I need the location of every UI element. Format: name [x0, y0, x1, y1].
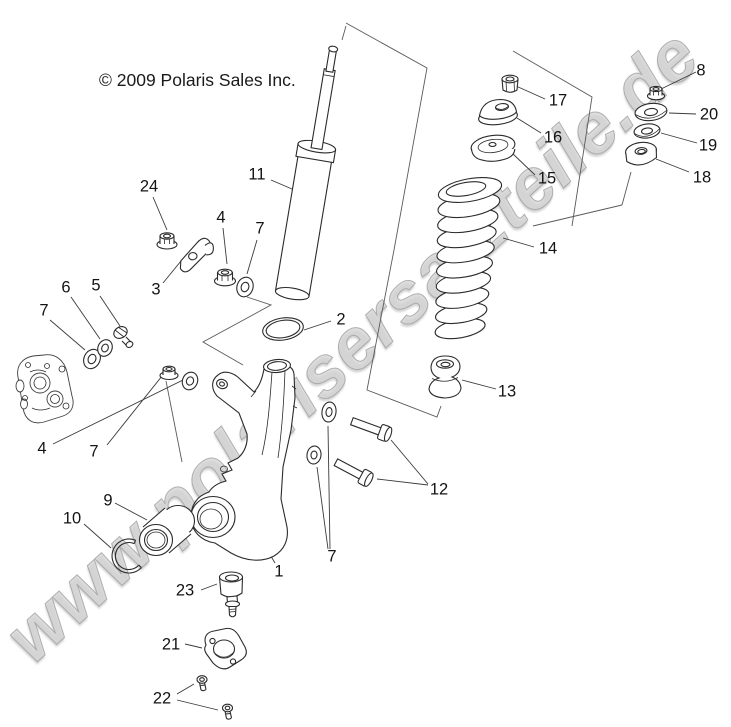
stop-bracket-icon: [204, 627, 247, 670]
callout-16: 16: [543, 128, 563, 147]
callout-21: 21: [161, 635, 181, 654]
callout-24: 24: [139, 177, 159, 196]
callout-4: 4: [37, 439, 47, 458]
callout-8: 8: [696, 61, 706, 80]
callout-2: 2: [336, 310, 346, 329]
callout-18: 18: [692, 168, 712, 187]
callout-19: 19: [698, 136, 718, 155]
callout-22: 22: [152, 689, 172, 708]
coil-spring-drawing: [434, 177, 503, 340]
callout-5: 5: [91, 276, 101, 295]
ball-joint-icon: [218, 571, 244, 618]
washer-icon: [634, 102, 668, 122]
callout-6: 6: [61, 278, 71, 297]
construction-boxes: [165, 22, 632, 463]
callout-7: 7: [327, 547, 337, 566]
bushing-icon: [625, 141, 658, 166]
callout-20: 20: [699, 105, 719, 124]
callout-17: 17: [548, 91, 568, 110]
callout-7: 7: [255, 219, 265, 238]
mounting-bolt-icon: [333, 458, 374, 487]
callout-3: 3: [151, 280, 161, 299]
strut-knuckle-drawing: [190, 358, 298, 561]
lock-nut-icon: [501, 74, 519, 93]
washer-icon: [181, 371, 199, 391]
spring-mount-dome-icon: [478, 98, 518, 126]
callout-7: 7: [39, 301, 49, 320]
flange-nut-icon: [156, 232, 178, 250]
callout-10: 10: [62, 509, 82, 528]
clamp-icon: [179, 237, 214, 273]
shock-absorber-drawing: [274, 45, 339, 301]
callout-15: 15: [537, 169, 557, 188]
callout-11: 11: [248, 165, 266, 184]
mounting-bolt-icon: [349, 417, 393, 442]
callout-14: 14: [538, 239, 558, 258]
flange-nut-icon: [213, 268, 237, 287]
callout-1: 1: [274, 562, 284, 581]
wheel-bearing-icon: [138, 504, 196, 557]
leader-lines: [49, 71, 698, 711]
flange-nut-icon: [646, 85, 666, 101]
washer-icon: [633, 123, 661, 139]
flange-nut-icon: [159, 365, 179, 381]
callout-7: 7: [89, 442, 99, 461]
callout-12: 12: [429, 480, 449, 499]
o-ring-icon: [262, 317, 304, 341]
callout-4: 4: [216, 208, 226, 227]
brake-caliper-drawing: [15, 354, 74, 424]
snap-ring-icon: [111, 538, 142, 574]
copyright-text: © 2009 Polaris Sales Inc.: [99, 70, 296, 90]
callout-23: 23: [175, 581, 195, 600]
screw-icon: [196, 675, 208, 692]
callout-13: 13: [497, 382, 517, 401]
washer-icon: [306, 401, 337, 465]
screw-icon: [221, 703, 234, 720]
callout-9: 9: [103, 491, 113, 510]
washer-icon: [236, 276, 254, 298]
spring-cushion-icon: [470, 134, 516, 162]
washer-icon: [83, 339, 113, 370]
bump-stop-icon: [428, 355, 462, 399]
bolt-icon: [113, 326, 134, 349]
